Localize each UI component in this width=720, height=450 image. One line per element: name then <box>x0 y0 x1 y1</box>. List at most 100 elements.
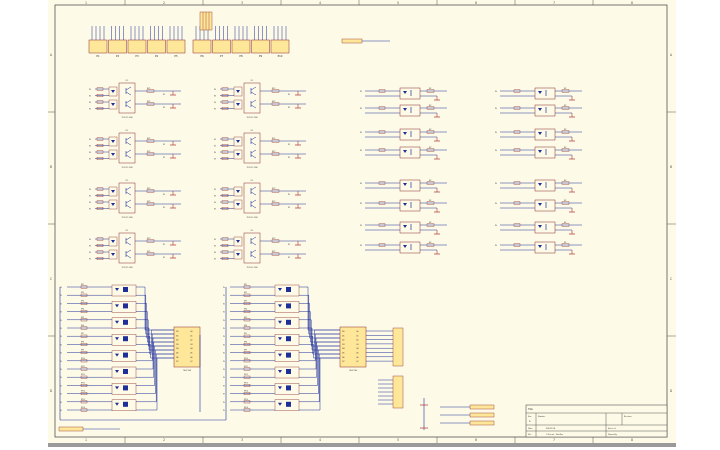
resistor <box>146 239 155 243</box>
pin-label: IN <box>223 344 225 346</box>
resistor <box>221 200 229 204</box>
title-label: Title <box>528 408 533 411</box>
drawn-label: Drawn By: <box>608 433 618 436</box>
resistor <box>221 150 229 154</box>
resistor-ref: R1 <box>288 107 290 109</box>
opto-ic <box>111 301 137 313</box>
led-symbol <box>236 140 240 143</box>
pin-label: IN <box>495 132 498 134</box>
opto-ic <box>399 146 421 159</box>
resistor <box>80 318 88 322</box>
resistor-ref: R1 <box>163 107 165 109</box>
opto-ic <box>274 383 300 395</box>
ruler-col-label: 3 <box>241 1 243 5</box>
connector-body <box>147 39 166 54</box>
transistor-collector <box>125 199 132 204</box>
led-box <box>108 249 118 260</box>
ruler-col-label: 4 <box>319 438 321 442</box>
opto-ic <box>243 132 261 164</box>
led-box <box>233 136 243 147</box>
led-symbol <box>538 203 542 206</box>
transistor-emitter <box>250 254 257 259</box>
ic-pin: D4 <box>342 348 345 350</box>
resistor <box>513 223 521 227</box>
resistor <box>561 130 570 134</box>
part-label: 74HC245 <box>349 370 357 372</box>
phototransistor <box>123 369 128 374</box>
ruler-col-label: 8 <box>631 438 633 442</box>
single-optocoupler: IN RP <box>495 128 582 142</box>
led-symbol <box>278 288 282 291</box>
resistor <box>96 206 104 210</box>
connector-body <box>88 39 108 54</box>
resistor <box>221 87 229 91</box>
resistor-ref: RP1 <box>147 138 150 140</box>
led-box <box>233 99 243 110</box>
opto-ic <box>243 82 261 114</box>
resistor <box>271 89 280 93</box>
resistor-ref: RP5 <box>244 317 247 319</box>
pin-label: IN <box>214 259 217 261</box>
optocoupler-block-single: INRPINRPINRPINRPINRPINRPINRPINRPINRPINRP… <box>360 87 582 255</box>
opto-ic <box>534 241 556 254</box>
ruler-row-label: C <box>50 277 53 281</box>
transistor-emitter <box>250 141 257 146</box>
part-label: TLP521-2GB <box>246 167 258 169</box>
led-symbol <box>111 253 115 256</box>
pin-label: IN <box>214 189 217 191</box>
resistor <box>80 408 88 412</box>
transistor-emitter <box>125 154 132 159</box>
net-label <box>469 420 495 426</box>
led-symbol <box>115 353 119 357</box>
led-symbol <box>236 240 240 243</box>
led-symbol <box>538 183 542 186</box>
opto-ic <box>534 87 556 100</box>
pin-label: IN <box>60 402 62 404</box>
resistor <box>80 384 88 387</box>
resistor-ref: RP <box>564 129 567 131</box>
resistor-ref: RP <box>564 242 567 244</box>
optocoupler-array-block: RP1INRP2INRP3INRP4INRP5INRP6INRP7INRP8IN… <box>58 284 404 432</box>
pin-label: IN <box>223 320 225 322</box>
pin-label: IN <box>223 377 225 379</box>
led-symbol <box>111 153 115 156</box>
pin-label: IN <box>60 303 62 305</box>
led-symbol <box>236 90 240 93</box>
resistor <box>271 189 280 193</box>
resistor-ref: RP <box>429 147 432 149</box>
pin-label: IN <box>214 152 217 154</box>
phototransistor <box>286 303 291 309</box>
resistor-ref: RP <box>564 200 567 202</box>
resistor-ref: RP5 <box>81 317 84 319</box>
number-label: Number <box>538 415 545 418</box>
pin-label: IN <box>223 410 225 412</box>
opto-ic <box>399 199 421 212</box>
resistor <box>221 187 229 191</box>
ic-pin: D3 <box>176 344 179 346</box>
ic-pin: D4 <box>176 348 179 350</box>
pin-label: IN <box>89 152 92 154</box>
net-label <box>58 426 84 432</box>
transistor-collector <box>125 249 132 254</box>
phototransistor <box>123 319 128 325</box>
resistor-ref: RP1 <box>147 201 150 203</box>
resistor-ref: R1 <box>288 207 290 209</box>
ic-pin: D5 <box>342 353 345 355</box>
resistor <box>271 252 280 256</box>
ruler-col-label: 5 <box>397 438 399 442</box>
pin-label: IN <box>60 369 62 371</box>
resistor <box>80 343 88 346</box>
transistor-emitter <box>125 254 132 259</box>
connector-ref: P10 <box>278 54 283 58</box>
opto-array-column: RP1INRP2INRP3INRP4INRP5INRP6INRP7INRP8IN… <box>60 284 201 412</box>
pin-label: IN <box>60 394 62 396</box>
resistor <box>561 181 570 185</box>
resistor <box>80 375 88 379</box>
ruler-row-label: B <box>670 165 672 169</box>
resistor-ref: RP <box>429 180 432 182</box>
